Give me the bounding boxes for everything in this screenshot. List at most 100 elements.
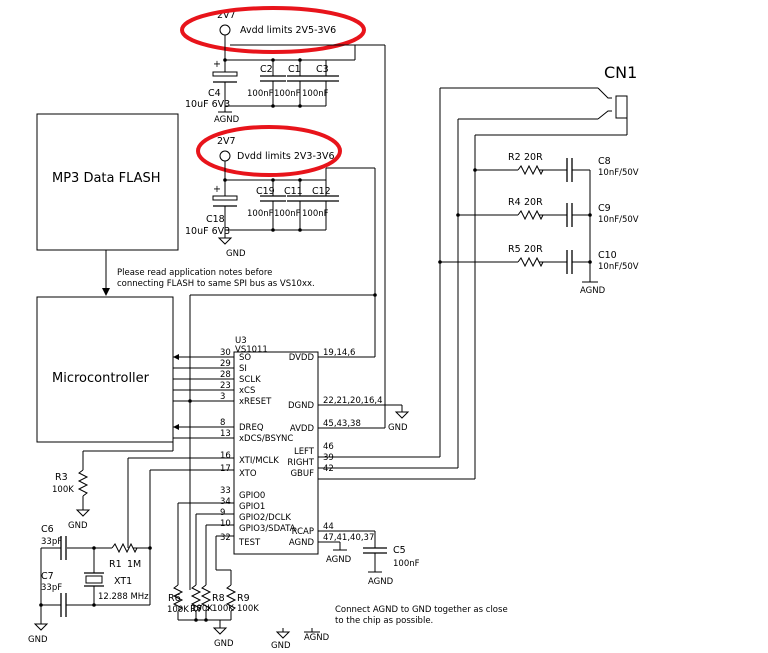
capacitor-c5: C5 100nF AGND (363, 545, 420, 587)
svg-text:AGND: AGND (214, 115, 240, 125)
avdd-highlight-ellipse (180, 6, 366, 54)
ic-pin-number: 39 (323, 453, 334, 463)
capacitor-c2: C2 100nF (247, 60, 286, 106)
dvdd-voltage-label: 2V7 (217, 136, 236, 147)
ic-pin-number: 47,41,40,37 (323, 533, 374, 543)
mcu-block: Microcontroller (36, 296, 174, 443)
ic-pin-name: xCS (239, 386, 255, 396)
ic-pin-number: 19,14,6 (323, 348, 355, 358)
ic-pin-number: 17 (220, 464, 231, 474)
svg-text:20R: 20R (524, 244, 543, 255)
svg-text:GND: GND (28, 635, 48, 645)
app-note-line1: Please read application notes before (117, 268, 272, 278)
agnd-symbol-top: AGND (214, 106, 240, 125)
svg-text:100nF: 100nF (274, 209, 301, 219)
ic-pin-name: SO (239, 353, 251, 363)
svg-text:R6: R6 (168, 593, 181, 604)
capacitor-c11: C11 100nF (274, 180, 313, 230)
svg-text:C11: C11 (284, 186, 303, 197)
ic-pin-name: DREQ (239, 423, 264, 433)
svg-text:R8: R8 (212, 593, 225, 604)
svg-text:100K: 100K (52, 485, 74, 495)
ic-pin-number: 10 (220, 519, 231, 529)
ic-pin-number: 8 (220, 418, 225, 428)
agnd-symbol-filter: AGND (580, 281, 606, 296)
connector-cn1: CN1 (597, 63, 637, 135)
svg-text:AGND: AGND (368, 577, 394, 587)
footer-note-line2: to the chip as possible. (335, 616, 433, 626)
svg-text:C6: C6 (41, 524, 54, 535)
svg-text:100nF: 100nF (247, 89, 274, 99)
svg-text:AGND: AGND (304, 633, 330, 643)
ic-pin-number: 29 (220, 359, 231, 369)
ic-right-pins: 19,14,6DVDD22,21,20,16,4DGND45,43,38AVDD… (287, 348, 382, 548)
avdd-limits-note: Avdd limits 2V5-3V6 (240, 25, 336, 36)
ic-pin-name: SI (239, 364, 247, 374)
ic-pin-name: RCAP (292, 527, 314, 537)
svg-text:10nF/50V: 10nF/50V (598, 262, 639, 272)
capacitor-c12: C12 100nF (302, 180, 339, 230)
svg-text:C12: C12 (312, 186, 331, 197)
flash-block: MP3 Data FLASH (36, 113, 179, 296)
svg-text:GND: GND (68, 521, 88, 531)
svg-text:GND: GND (388, 423, 408, 433)
svg-text:C5: C5 (393, 545, 406, 556)
dvdd-highlight-ellipse (196, 125, 342, 177)
svg-text:R1: R1 (109, 559, 122, 570)
svg-text:C1: C1 (288, 64, 301, 75)
crystal-circuit: R1 1M C6 33pF C7 33pF XT1 12.288 MHz GND (28, 457, 234, 645)
capacitor-c3: C3 100nF (302, 60, 339, 106)
svg-text:C9: C9 (598, 203, 611, 214)
ic-pin-number: 16 (220, 451, 231, 461)
svg-text:10nF/50V: 10nF/50V (598, 168, 639, 178)
svg-text:100nF: 100nF (247, 209, 274, 219)
svg-text:R4: R4 (508, 197, 521, 208)
ic-pin-name: TEST (238, 538, 261, 548)
svg-text:100nF: 100nF (302, 89, 329, 99)
ic-pin-name: RIGHT (287, 458, 314, 468)
svg-text:AGND: AGND (580, 286, 606, 296)
capacitor-c18: + C18 10uF 6V3 (185, 180, 238, 237)
ic-pin-name: GPIO0 (239, 491, 265, 501)
svg-text:33pF: 33pF (41, 537, 62, 547)
dvdd-limits-note: Dvdd limits 2V3-3V6 (237, 151, 335, 162)
avdd-voltage-label: 2V7 (217, 10, 236, 21)
gnd-agnd-tie: GND AGND (271, 628, 330, 651)
ic-pin-number: 22,21,20,16,4 (323, 396, 382, 406)
svg-text:R2: R2 (508, 152, 521, 163)
svg-text:20R: 20R (524, 152, 543, 163)
capacitor-c4: + C4 10uF 6V3 (185, 59, 238, 110)
ic-pin-number: 34 (220, 497, 231, 507)
ic-pin-number: 42 (323, 464, 334, 474)
agnd-symbol-ic: AGND (326, 549, 352, 565)
flash-label: MP3 Data FLASH (52, 171, 161, 186)
resistor-r3: R3 100K GND (52, 438, 174, 531)
svg-text:100K: 100K (237, 604, 259, 614)
ic-pin-number: 30 (220, 348, 231, 358)
ic-pin-name: SCLK (239, 375, 261, 385)
capacitor-c1: C1 100nF (274, 60, 313, 106)
svg-text:33pF: 33pF (41, 583, 62, 593)
filter-r2-c8: R2 20R C8 10nF/50V (475, 152, 639, 182)
ic-part: VS1011 (235, 345, 268, 355)
ic-pin-name: xDCS/BSYNC (239, 434, 293, 444)
ic-pin-number: 45,43,38 (323, 419, 361, 429)
svg-text:+: + (213, 59, 221, 70)
svg-text:GND: GND (214, 639, 234, 649)
ic-pin-number: 23 (220, 381, 231, 391)
svg-text:C7: C7 (41, 571, 54, 582)
ic-pin-name: GPIO3/SDATA (239, 524, 296, 534)
svg-text:C4: C4 (208, 88, 221, 99)
avdd-supply-terminal (219, 24, 231, 36)
svg-text:100K: 100K (191, 604, 213, 614)
svg-text:R7: R7 (190, 604, 203, 615)
ic-pin-name: DGND (288, 401, 314, 411)
mcu-label: Microcontroller (52, 371, 150, 386)
ic-ref: U3 (235, 336, 247, 346)
svg-text:C19: C19 (256, 186, 275, 197)
svg-text:R5: R5 (508, 244, 521, 255)
ic-pin-number: 28 (220, 370, 231, 380)
svg-text:100K: 100K (212, 604, 234, 614)
